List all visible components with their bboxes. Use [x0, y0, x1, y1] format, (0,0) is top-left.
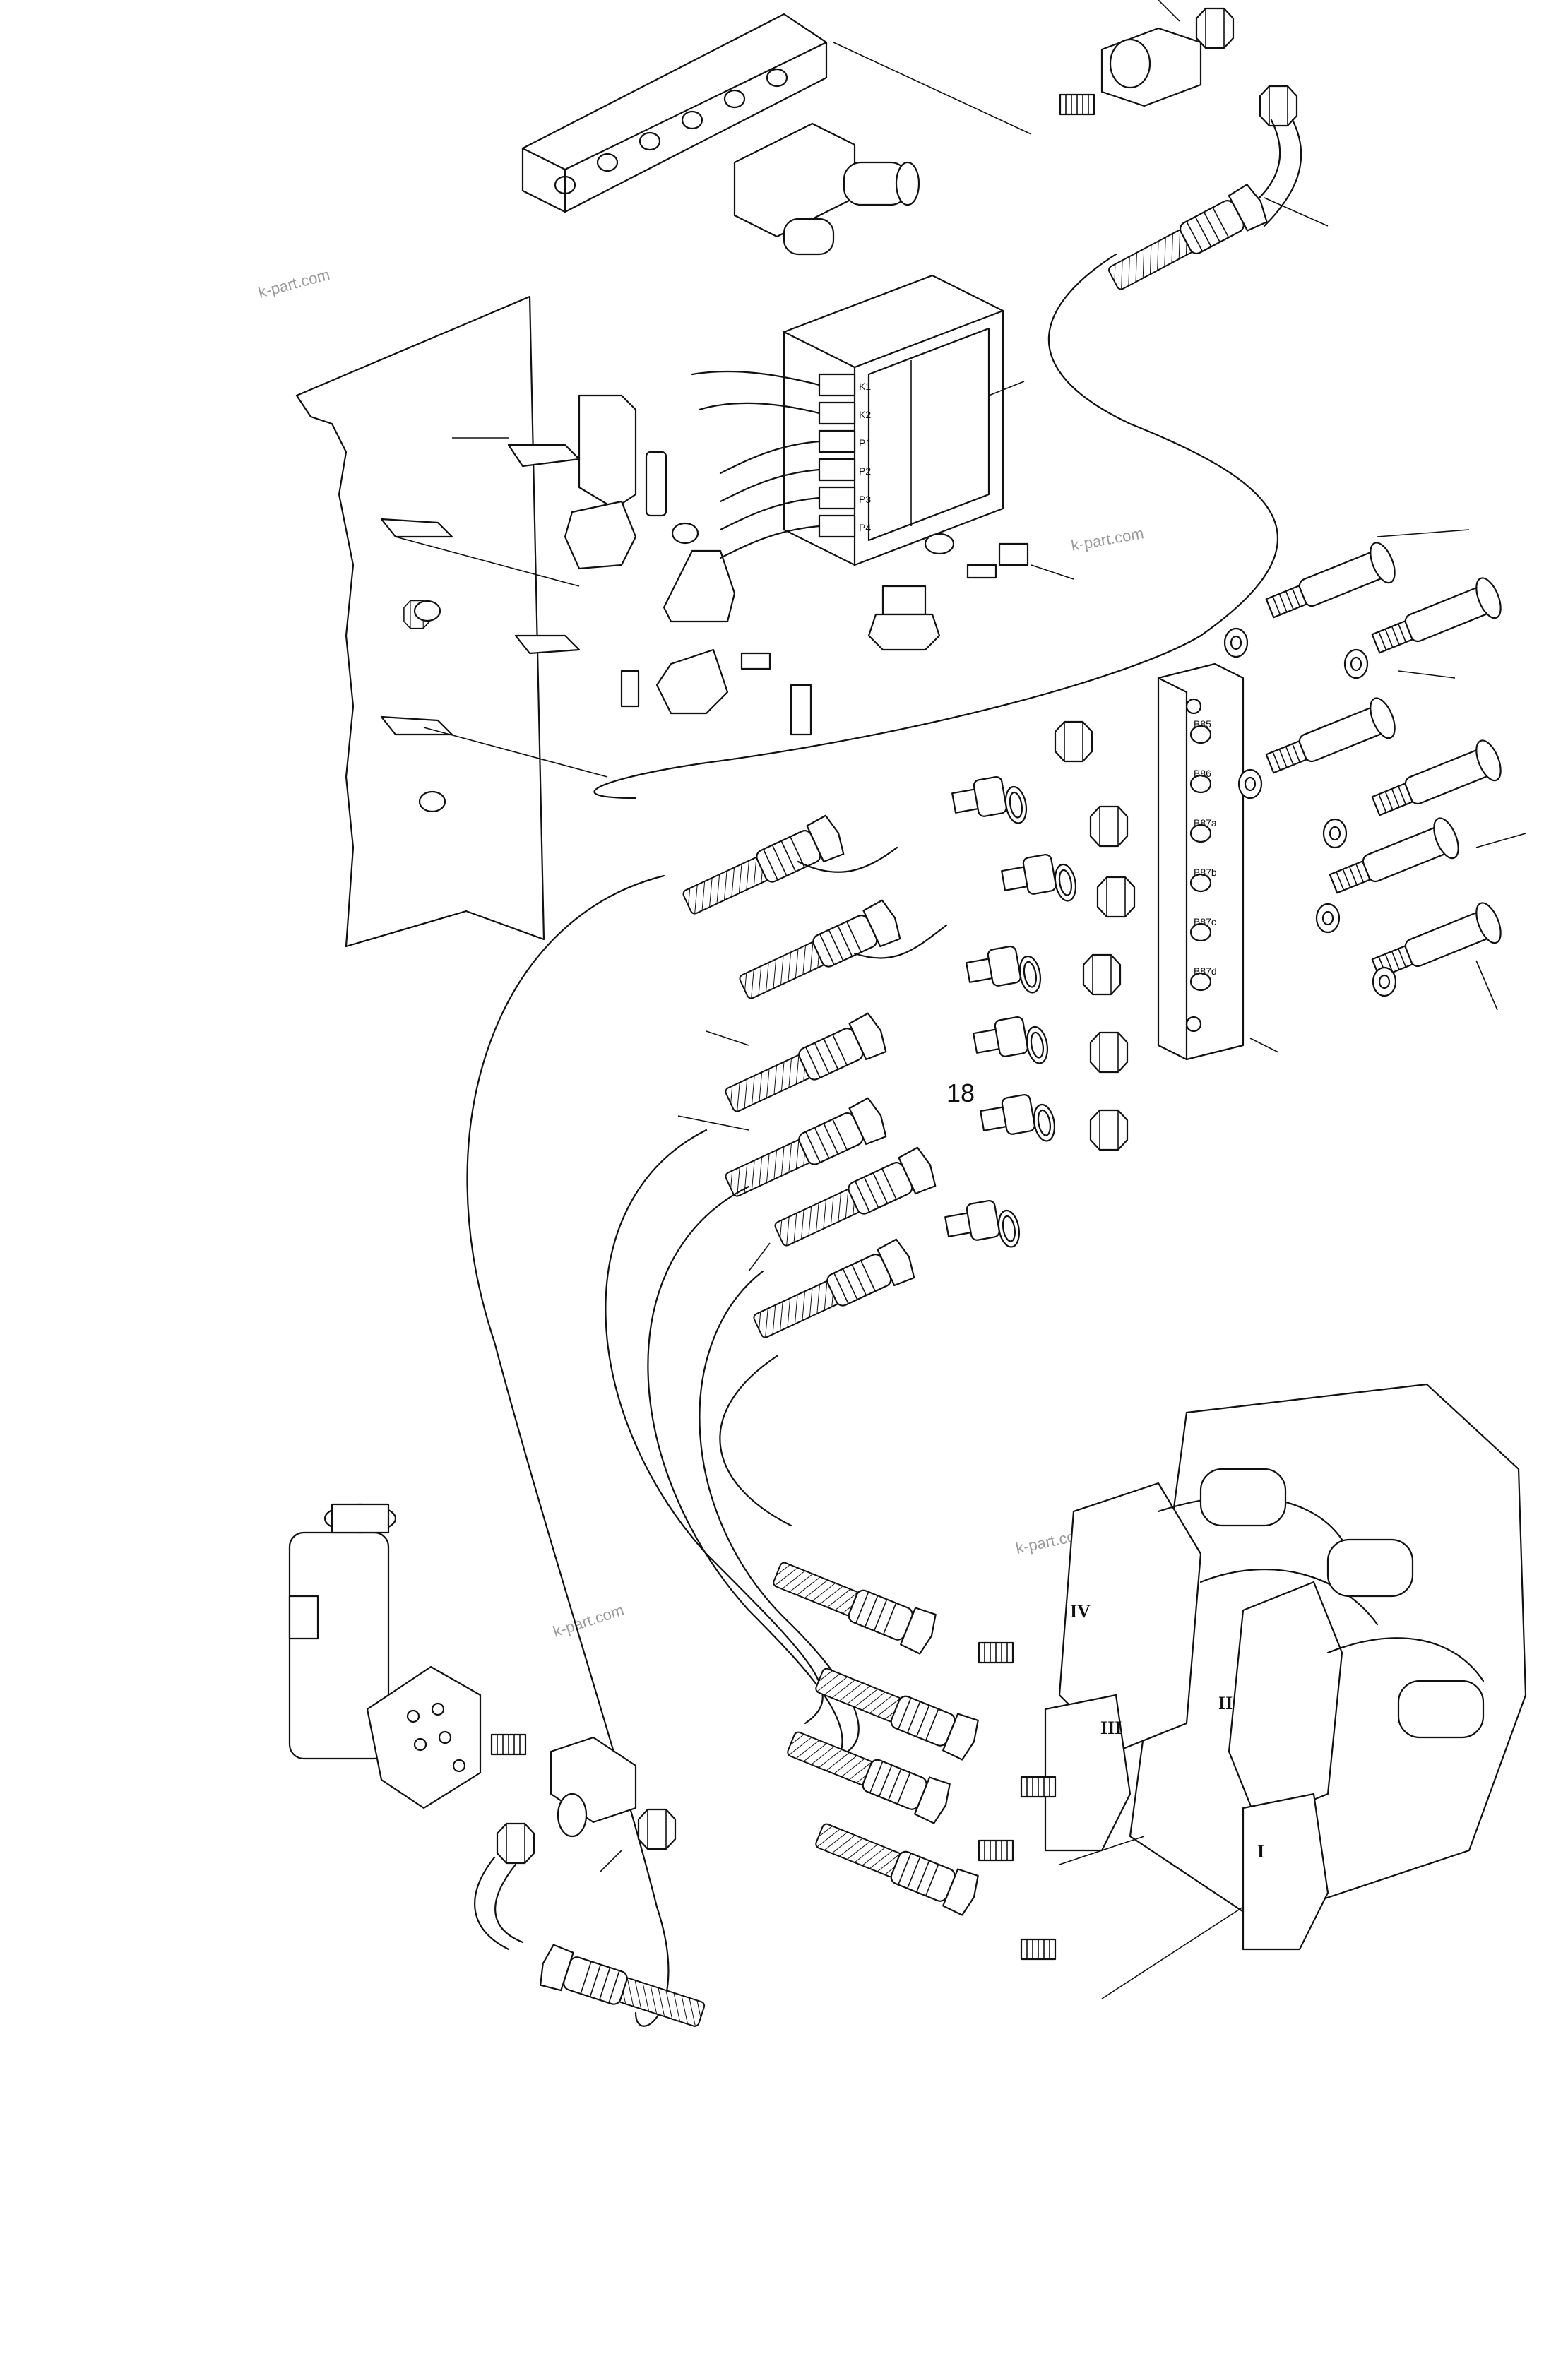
motor-section-iv: IV — [1070, 1601, 1091, 1622]
manifold-port-b87d: B87d — [1194, 965, 1217, 977]
mounting-brackets — [380, 394, 812, 813]
manifold-port-b85: B85 — [1194, 718, 1211, 730]
hose-bundle — [677, 813, 948, 1348]
top-valve-block — [521, 13, 920, 256]
manifold-port-b87a: B87a — [1194, 817, 1217, 828]
wall-panel — [295, 295, 545, 948]
motor-section-iii: III — [1100, 1718, 1122, 1738]
leader-lines — [600, 0, 1526, 1999]
manifold-plate — [1157, 662, 1245, 1061]
motor-hoses — [768, 1552, 1057, 1961]
motor-section-ii: II — [1218, 1693, 1233, 1713]
watermark-2: k-part.com — [1070, 524, 1146, 554]
solenoid-valve — [288, 1503, 482, 1809]
top-tee-fitting — [1059, 7, 1302, 227]
pipe-routes — [466, 253, 1278, 2027]
manifold-port-b87c: B87c — [1194, 916, 1216, 927]
top-hose — [1103, 182, 1271, 299]
junction-box-connectors — [691, 370, 856, 559]
bottom-hose — [535, 1942, 709, 2036]
port-label-p3: P3 — [859, 494, 871, 505]
junction-box — [783, 274, 1004, 566]
port-label-p2: P2 — [859, 465, 871, 477]
callout-number: 18 — [946, 1078, 975, 1107]
motor-section-i: I — [1257, 1841, 1264, 1862]
accumulator-caps — [1223, 538, 1507, 997]
bottom-tee-fitting — [474, 1733, 677, 1951]
manifold-port-b87b: B87b — [1194, 867, 1217, 878]
port-label-k2: K2 — [859, 409, 871, 420]
port-label-p1: P1 — [859, 437, 871, 448]
plug-fitting — [867, 533, 1029, 651]
port-label-p4: P4 — [859, 522, 871, 533]
watermark-1: k-part.com — [256, 266, 332, 302]
motor-assembly — [1044, 1383, 1527, 1951]
port-label-k1: K1 — [859, 381, 871, 392]
watermark-4: k-part.com — [551, 1601, 626, 1641]
manifold-port-b86: B86 — [1194, 768, 1211, 779]
manifold-fittings — [942, 720, 1136, 1259]
